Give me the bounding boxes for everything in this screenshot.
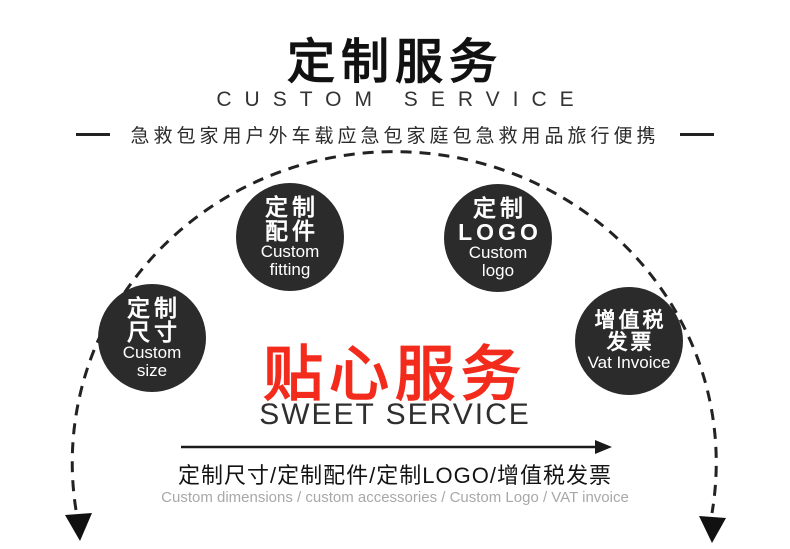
circle-zh-line: 尺寸 [127,319,181,346]
circle-custom-logo: 定制 LOGO Custom logo [444,184,552,292]
headline-en: SWEET SERVICE [259,398,531,431]
circle-en-line: Vat Invoice [587,353,671,373]
circle-en-line: Custom [122,343,182,363]
tagline-row: 急救包家用户外车载应急包家庭包急救用品旅行便携 [0,121,790,148]
circle-zh-line: 定制 [265,194,319,221]
circle-custom-fitting: 定制 配件 Custom fitting [236,183,344,291]
tagline-left-dash [76,133,111,136]
circle-en-line: size [136,361,168,381]
circle-en-line: Custom [260,242,320,262]
circle-zh-line: 发票 [606,331,655,355]
services-list-zh: 定制尺寸/定制配件/定制LOGO/增值税发票 [178,463,612,488]
circle-custom-size: 定制 尺寸 Custom size [98,284,206,392]
dashed-arc-line [70,150,718,514]
circle-zh-line: 定制 [473,195,527,222]
horizontal-arrowhead-icon [595,440,612,454]
tagline-text: 急救包家用户外车载应急包家庭包急救用品旅行便携 [130,126,660,147]
circle-zh-line: LOGO [458,219,542,246]
services-list-en: Custom dimensions / custom accessories /… [161,489,629,506]
page-title: 定制服务 [286,36,503,89]
page-subtitle-en: CUSTOM SERVICE [216,88,587,111]
circle-vat-invoice: 增值税 发票 Vat Invoice [575,287,683,395]
circle-en-line: logo [481,261,515,281]
circle-zh-line: 增值税 [594,309,667,333]
circle-zh-line: 定制 [127,295,181,322]
tagline-right-dash [679,133,714,136]
circle-en-line: fitting [269,260,311,280]
arc-right-arrowhead-icon [699,516,726,543]
circle-en-line: Custom [468,243,528,263]
headline-zh: 贴心服务 [263,341,527,408]
circle-zh-line: 配件 [265,218,319,245]
arc-left-arrowhead-icon [65,513,92,541]
